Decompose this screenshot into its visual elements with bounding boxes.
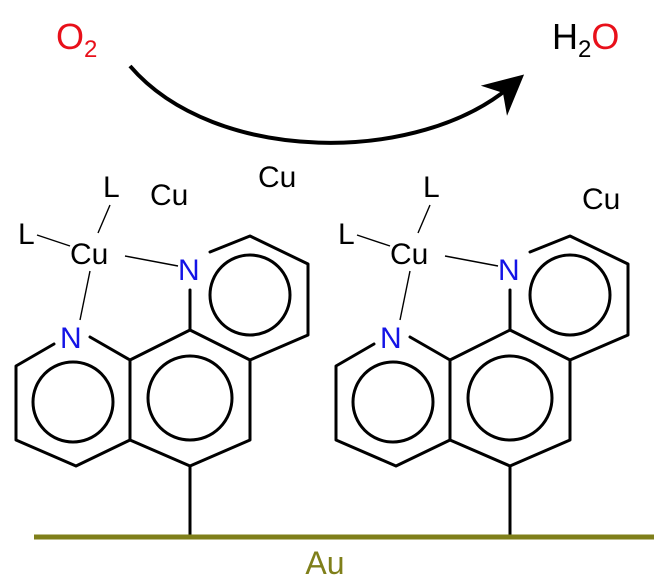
cu-n-right-bond: [444, 255, 499, 267]
catalyst-label: Cu: [258, 161, 296, 194]
metal-label: Cu: [390, 238, 428, 271]
cu-n-left-bond: [79, 270, 91, 321]
ring-middle-aromatic: [146, 354, 234, 442]
cu-n-right-bond: [124, 255, 179, 267]
product-h: H: [552, 16, 578, 57]
metal-label: Cu: [70, 238, 108, 271]
ring-right-aromatic: [528, 253, 612, 337]
ring-right-aromatic: [208, 253, 292, 337]
free-cu-label: Cu: [150, 179, 188, 212]
nitrogen-right-label: N: [178, 254, 200, 287]
ligand-left-label: L: [338, 218, 355, 251]
complex-1: Cu L L N N Cu: [14, 171, 310, 539]
reactant-symbol: O: [56, 16, 84, 57]
ring-middle-bonds: [448, 328, 572, 468]
nitrogen-right-label: N: [498, 254, 520, 287]
product-formula: H2O: [552, 16, 619, 63]
surface-label: Au: [305, 545, 344, 579]
ring-left-aromatic: [31, 360, 115, 444]
ring-right-bonds-2: [208, 234, 310, 362]
ring-middle-aromatic: [466, 354, 554, 442]
free-cu-label: Cu: [582, 183, 620, 216]
phenanthroline-ligand: [334, 234, 630, 539]
cu-l-left-bond: [36, 234, 71, 247]
reaction-arrow: [128, 64, 525, 145]
ligand-top-label: L: [103, 171, 120, 204]
complex-2: Cu L L N N Cu: [334, 171, 630, 539]
product-o: O: [591, 16, 619, 57]
phenanthroline-ligand: [14, 234, 310, 539]
nitrogen-left-label: N: [60, 322, 82, 355]
reactant-formula: O2: [56, 16, 97, 63]
ring-left-aromatic: [351, 360, 435, 444]
ring-middle-bonds: [128, 328, 252, 468]
product-subscript: 2: [578, 36, 591, 63]
ligand-left-label: L: [18, 218, 35, 251]
cu-l-top-bond: [417, 204, 431, 234]
ring-right-bonds-2: [528, 234, 630, 362]
ligand-top-label: L: [423, 171, 440, 204]
cu-l-top-bond: [97, 204, 111, 234]
reactant-subscript: 2: [84, 36, 97, 63]
cu-n-left-bond: [399, 270, 411, 321]
nitrogen-left-label: N: [380, 322, 402, 355]
cu-l-left-bond: [356, 234, 391, 247]
